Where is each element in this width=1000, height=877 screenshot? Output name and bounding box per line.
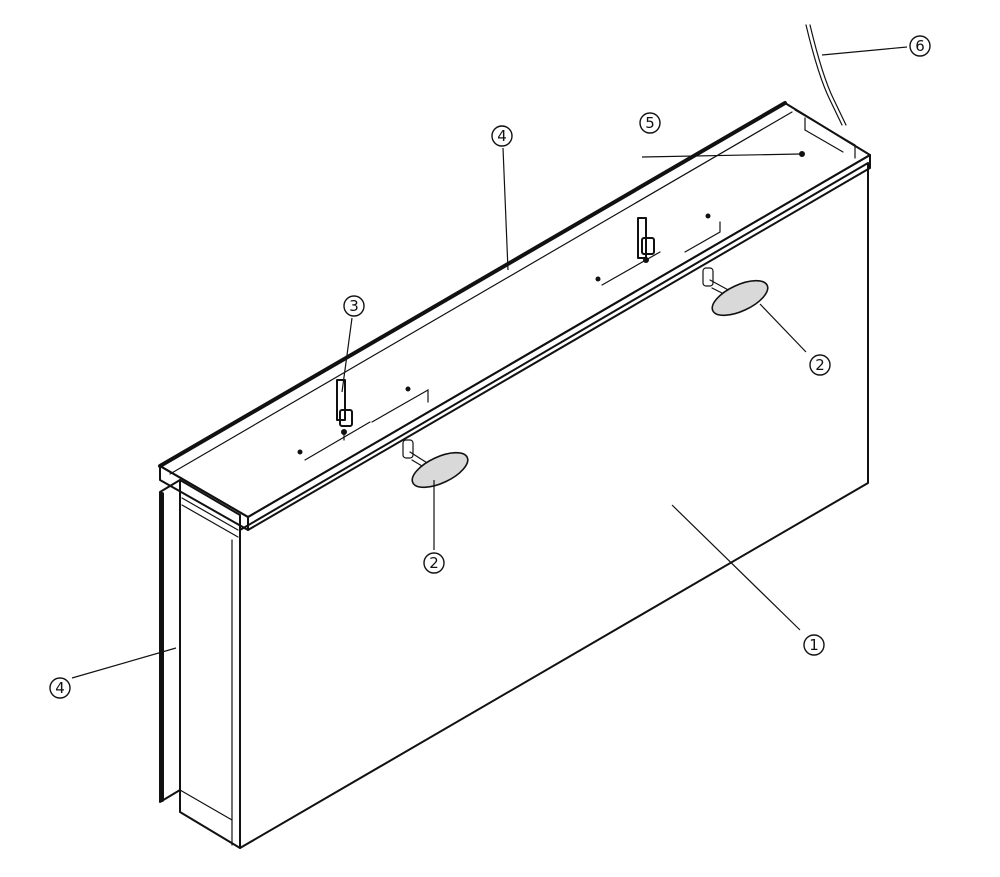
callout-1: 1 [803,634,825,656]
svg-text:1: 1 [809,636,819,654]
callout-3: 3 [343,295,365,317]
callout-2-left: 2 [423,552,445,574]
svg-text:2: 2 [815,356,825,374]
callout-6: 6 [909,35,931,57]
fastener [799,151,805,157]
handle-left [402,439,469,489]
callout-4-top: 4 [491,125,513,147]
svg-text:5: 5 [645,114,655,132]
side-frame [159,479,241,849]
top-lid-frame [158,101,871,531]
hasp-right [637,217,655,263]
svg-text:4: 4 [55,679,65,697]
svg-text:2: 2 [429,554,439,572]
callout-5: 5 [639,112,661,134]
leader-lines [71,46,908,679]
callout-2-right: 2 [809,354,831,376]
handle-right [702,267,769,317]
chain [805,24,847,126]
svg-text:3: 3 [349,297,359,315]
svg-text:6: 6 [915,37,925,55]
svg-text:4: 4 [497,127,507,145]
callout-4-side: 4 [49,677,71,699]
front-panel [239,162,869,849]
hasp-left [336,379,353,441]
lid-slots [297,213,721,461]
